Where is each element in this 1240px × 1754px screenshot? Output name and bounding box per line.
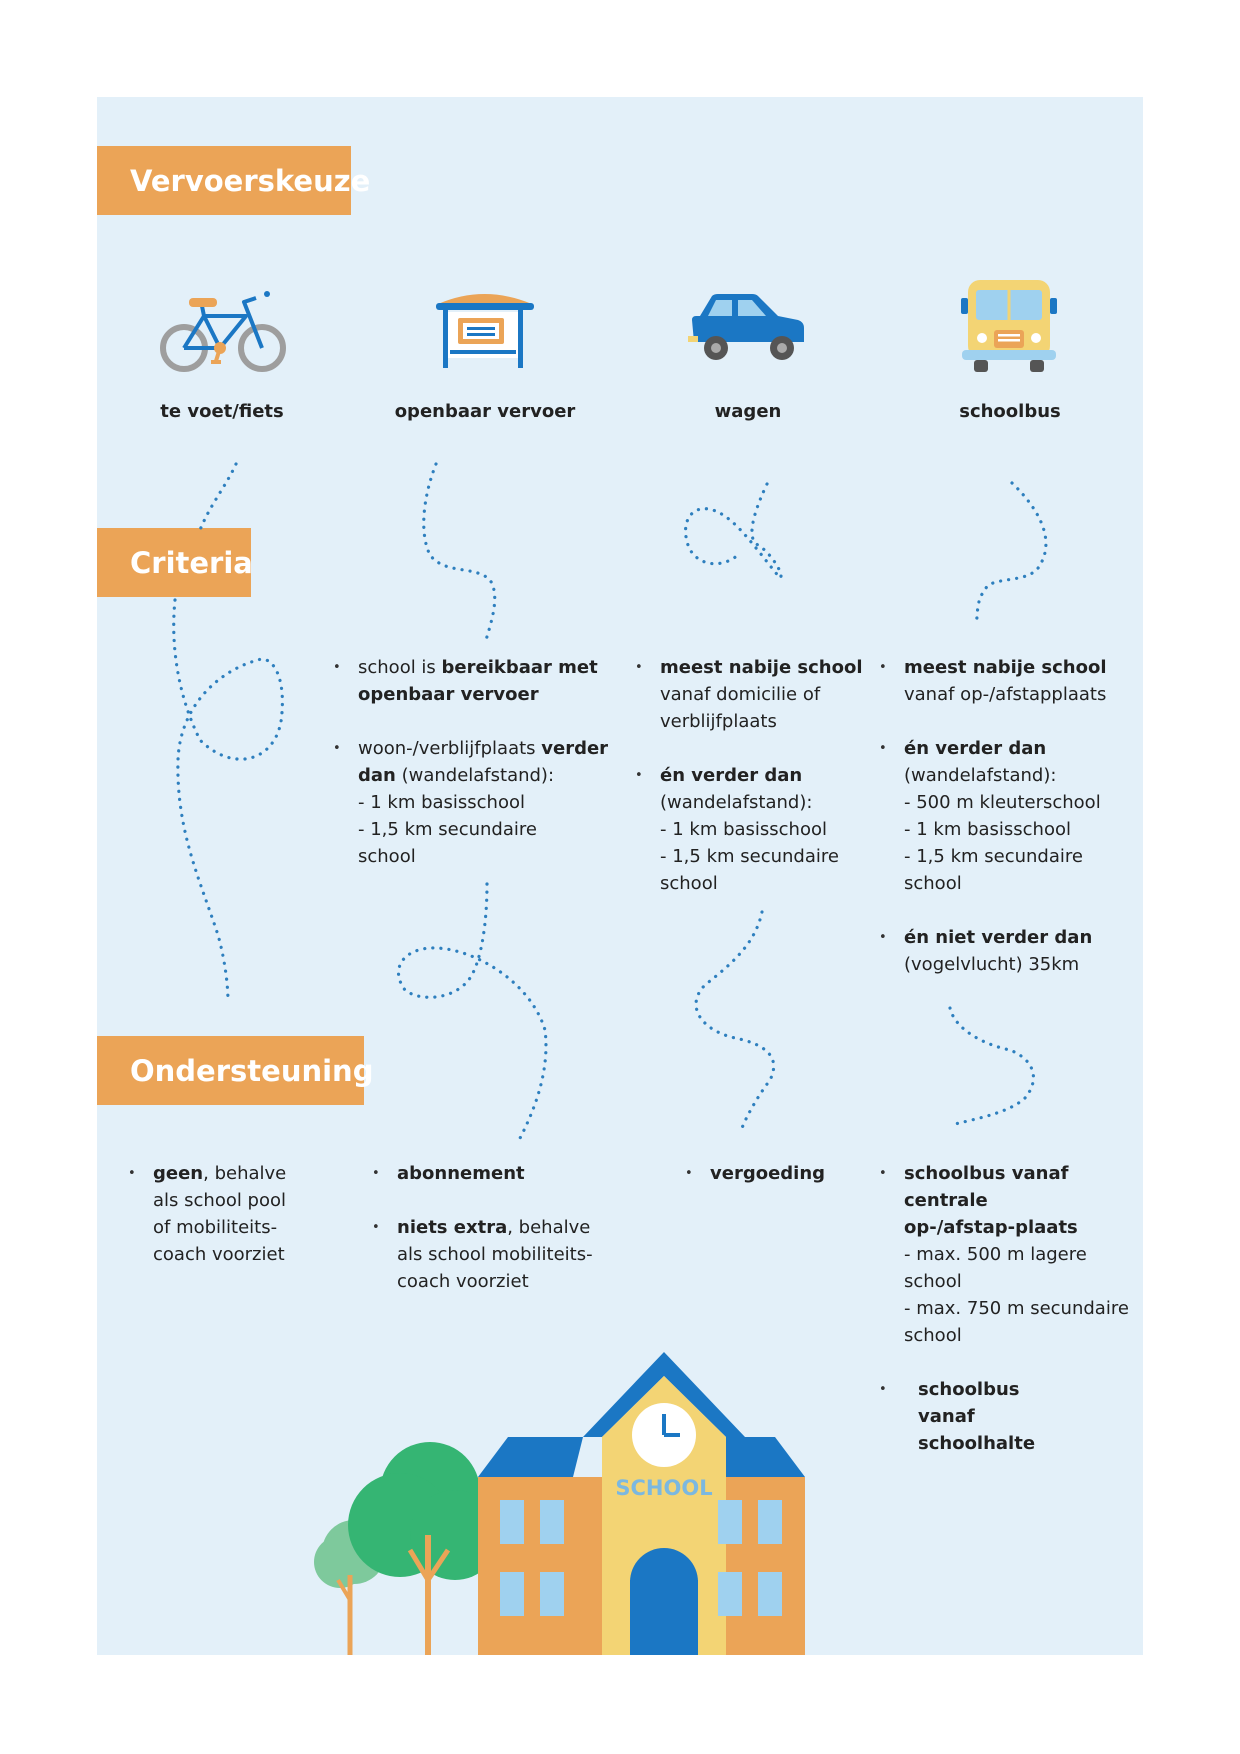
item-bold: én verder dan <box>660 765 803 786</box>
criteria-schoolbus: meest nabije school vanaf op-/afstapplaa… <box>879 654 1130 978</box>
sub-item: - max. 500 m lagere school <box>904 1241 1144 1295</box>
sub-item: - max. 750 m secundaire school <box>904 1295 1144 1349</box>
item-text: vanaf domicilie of verblijfplaats <box>660 684 821 732</box>
item-text: vanaf op-/afstapplaats <box>904 684 1107 705</box>
sub-item: - 500 m kleuterschool <box>904 792 1101 813</box>
sub-item: - 1 km basisschool <box>660 819 827 840</box>
sub-item: - 1 km basisschool <box>904 819 1071 840</box>
support-fiets: geen, behalve als school pool of mobilit… <box>128 1160 299 1268</box>
mode-label-wagen: wagen <box>714 401 782 422</box>
sub-text: school <box>660 873 718 894</box>
section-title: Vervoerskeuze <box>130 163 371 198</box>
list-item: niets extra, behalve als school mobilite… <box>372 1214 613 1295</box>
mode-label-fiets: te voet/fiets <box>160 401 284 422</box>
sub-item: - 1 km basisschool <box>358 792 525 813</box>
section-label-criteria: Criteria <box>97 528 253 597</box>
list-item: school is bereikbaar met openbaar vervoe… <box>333 654 624 708</box>
sub-item: - 1,5 km secundaire school <box>358 816 624 870</box>
item-bold: abonnement <box>397 1163 525 1184</box>
item-bold: bereikbaar met openbaar vervoer <box>358 657 598 705</box>
list-item: schoolbus vanaf schoolhalte <box>879 1376 1068 1457</box>
school-illustration <box>314 1352 805 1655</box>
item-bold: geen <box>153 1163 204 1184</box>
list-item: meest nabije school vanaf op-/afstapplaa… <box>879 654 1130 708</box>
sub-item: - 1,5 km secundaire school <box>904 843 1130 897</box>
trees <box>314 1442 500 1655</box>
section-title: Criteria <box>130 545 253 580</box>
item-text: school is <box>358 657 442 678</box>
item-bold: schoolbus vanaf schoolhalte <box>918 1379 1036 1454</box>
item-text: (wandelafstand): <box>660 792 813 813</box>
criteria-wagen: meest nabije school vanaf domicilie of v… <box>635 654 866 897</box>
list-item: én niet verder dan (vogelvlucht) 35km <box>879 924 1130 978</box>
mode-label-schoolbus: schoolbus <box>959 401 1061 422</box>
sub-item: - 1,5 km secundaire school <box>660 843 866 897</box>
sub-text: - 1,5 km secundaire <box>904 846 1083 867</box>
sub-text: school <box>358 846 416 867</box>
school-building <box>478 1352 805 1655</box>
car-icon <box>688 294 804 360</box>
section-label-vervoerskeuze: Vervoerskeuze <box>97 146 370 215</box>
item-bold: niets extra <box>397 1217 508 1238</box>
list-item: én verder dan (wandelafstand): - 1 km ba… <box>635 762 866 897</box>
support-schoolbus: schoolbus vanaf centrale op-/afstap-plaa… <box>879 1160 1130 1457</box>
sub-text: school <box>904 1271 962 1292</box>
item-bold: meest nabije school <box>660 657 863 678</box>
bus-stop-icon <box>436 294 534 368</box>
list-item: woon-/verblijfplaats verder dan (wandela… <box>333 735 624 870</box>
section-label-ondersteuning: Ondersteuning <box>97 1036 373 1105</box>
section-title: Ondersteuning <box>130 1053 374 1088</box>
sub-text: - 1,5 km secundaire <box>358 819 537 840</box>
item-text: , behalve als school pool of mobiliteits… <box>153 1163 287 1265</box>
sub-text: school <box>904 1325 962 1346</box>
sub-text: - 1,5 km secundaire <box>660 846 839 867</box>
list-item: geen, behalve als school pool of mobilit… <box>128 1160 299 1268</box>
bicycle-icon <box>160 291 286 372</box>
criteria-openbaar: school is bereikbaar met openbaar vervoe… <box>333 654 624 870</box>
list-item: abonnement <box>372 1160 613 1187</box>
school-bus-icon <box>961 280 1057 372</box>
list-item: vergoeding <box>685 1160 866 1187</box>
item-text: (wandelafstand): <box>904 765 1057 786</box>
support-wagen: vergoeding <box>685 1160 866 1187</box>
item-bold: én verder dan <box>904 738 1047 759</box>
item-bold: vergoeding <box>710 1163 826 1184</box>
item-text: (vogelvlucht) 35km <box>904 954 1080 975</box>
sub-text: - max. 750 m secundaire <box>904 1298 1129 1319</box>
sub-text: - max. 500 m lagere <box>904 1244 1087 1265</box>
item-bold: verder dan <box>358 738 609 786</box>
item-text: (wandelafstand): <box>395 765 555 786</box>
list-item: meest nabije school vanaf domicilie of v… <box>635 654 866 735</box>
item-text: woon-/verblijfplaats <box>358 738 542 759</box>
item-bold: meest nabije school <box>904 657 1107 678</box>
support-openbaar: abonnement niets extra, behalve als scho… <box>372 1160 613 1295</box>
sub-text: school <box>904 873 962 894</box>
mode-label-openbaar: openbaar vervoer <box>394 401 576 422</box>
item-bold: én niet verder dan <box>904 927 1093 948</box>
school-sign: SCHOOL <box>615 1476 713 1500</box>
item-text: , behalve als school mobiliteits-coach v… <box>397 1217 593 1292</box>
list-item: schoolbus vanaf centrale op-/afstap-plaa… <box>879 1160 1129 1349</box>
list-item: én verder dan (wandelafstand): - 500 m k… <box>879 735 1130 897</box>
item-bold: schoolbus vanaf centrale op-/afstap-plaa… <box>904 1163 1078 1238</box>
